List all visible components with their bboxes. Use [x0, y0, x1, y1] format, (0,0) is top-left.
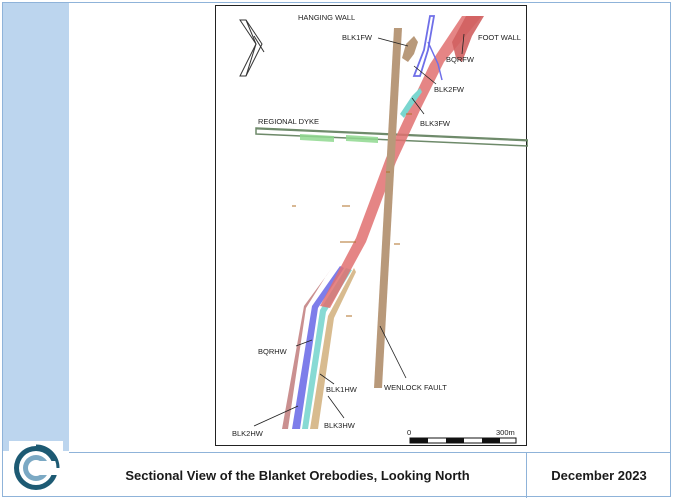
blk1hw-orebody — [310, 268, 356, 429]
wenlock-fault — [374, 28, 402, 388]
blk1fw-orebody — [402, 36, 418, 62]
company-logo-icon — [9, 441, 63, 495]
label-wenlock-fault: WENLOCK FAULT — [384, 383, 447, 392]
bqrfw-orebody — [452, 16, 484, 62]
label-bqrhw: BQRHW — [258, 347, 288, 356]
label-blk3fw: BLK3FW — [420, 119, 451, 128]
left-color-strip — [3, 3, 69, 451]
label-blk2hw: BLK2HW — [232, 429, 264, 438]
scale-bar-end-label: 300m — [496, 428, 515, 437]
blk2fw-orebody-branch — [427, 41, 443, 81]
leader-lines — [253, 33, 465, 427]
survey-ticks — [292, 113, 412, 317]
scale-bar-start-label: 0 — [407, 428, 411, 437]
label-hanging-wall: HANGING WALL — [298, 13, 355, 22]
label-bqrfw: BQRFW — [446, 55, 475, 64]
footer-date: December 2023 — [551, 467, 647, 483]
blk2hw-orebody — [292, 266, 344, 429]
bqrhw-orebody — [282, 268, 332, 429]
north-arrow-icon — [239, 19, 265, 77]
label-blk1fw: BLK1FW — [342, 33, 373, 42]
label-blk1hw: BLK1HW — [326, 385, 358, 394]
footer-divider — [526, 452, 527, 498]
label-blk3hw: BLK3HW — [324, 421, 356, 430]
footer-separator — [69, 452, 671, 453]
footer-title: Sectional View of the Blanket Orebodies,… — [125, 467, 470, 483]
scale-bar: 0 300m — [407, 428, 517, 444]
blk2fw-orebody — [412, 15, 436, 77]
section-diagram: HANGING WALL FOOT WALL BLK1FW BQRFW BLK2… — [232, 13, 529, 444]
blk3fw-orebody — [400, 88, 422, 118]
section-figure: HANGING WALL FOOT WALL BLK1FW BQRFW BLK2… — [215, 5, 529, 446]
label-foot-wall: FOOT WALL — [478, 33, 521, 42]
label-blk2fw: BLK2FW — [434, 85, 465, 94]
bqr-reef — [320, 16, 482, 308]
label-regional-dyke: REGIONAL DYKE — [258, 117, 319, 126]
